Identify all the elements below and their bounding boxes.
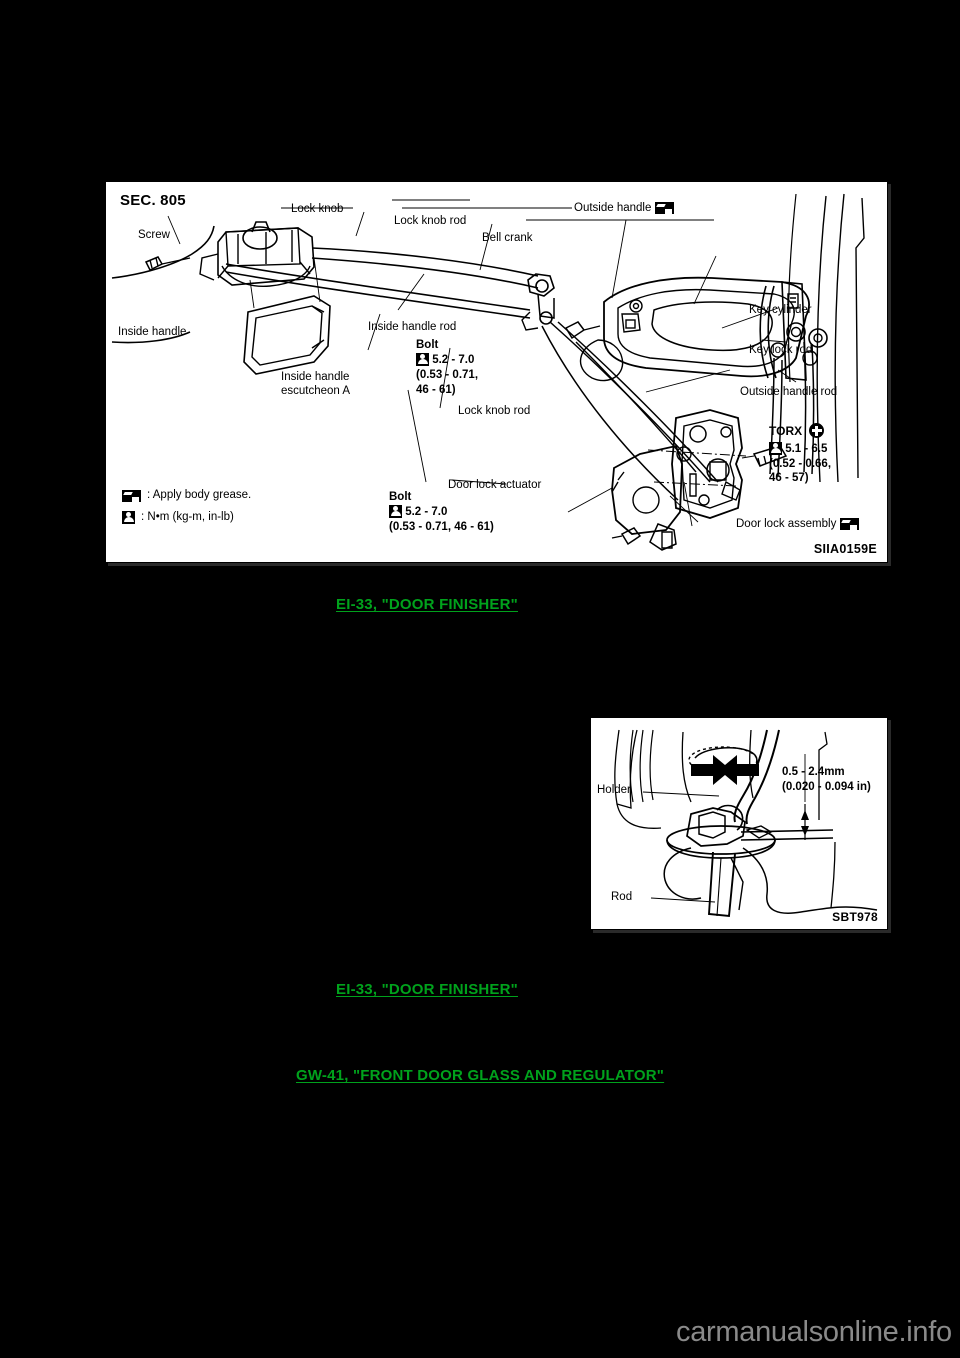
callout-inside-handle-rod: Inside handle rod	[368, 321, 457, 333]
rod-holder-inset-figure: Holder Rod 0.5 - 2.4mm (0.020 - 0.094 in…	[590, 717, 888, 930]
torque-icon	[389, 504, 402, 518]
callout-bell-crank: Bell crank	[482, 232, 533, 244]
torque-icon	[122, 510, 135, 524]
spec-bolt-lower: Bolt 5.2 - 7.0 (0.53 - 0.71, 46 - 61)	[389, 490, 494, 535]
spec-bolt-upper-caption: Bolt	[416, 339, 439, 351]
callout-key-cylinder: Key cylinder	[749, 304, 812, 316]
legend-grease-text: : Apply body grease.	[147, 489, 252, 502]
legend-row-grease: : Apply body grease.	[122, 485, 251, 506]
spec-torx: TORX 5.1 - 6.5 (0.52 - 0.66, 46 - 57)	[769, 423, 831, 486]
exploded-view-figure: SEC. 805	[105, 181, 888, 563]
callout-screw: Screw	[138, 229, 170, 241]
spec-torx-caption: TORX	[769, 424, 803, 438]
spec-bolt-upper-conv1: (0.53 - 0.71,	[416, 368, 479, 381]
site-watermark: carmanualsonline.info	[676, 1316, 952, 1348]
callout-outside-handle-rod: Outside handle rod	[740, 386, 838, 398]
grease-icon	[654, 202, 674, 214]
callout-outside-handle: Outside handle	[574, 201, 674, 215]
callout-inside-handle: Inside handle	[118, 326, 187, 338]
inset-label-rod: Rod	[611, 891, 633, 903]
spec-torx-value: 5.1 - 6.5	[785, 442, 828, 455]
spec-bolt-lower-value-row: 5.2 - 7.0	[389, 504, 494, 520]
section-label: SEC. 805	[120, 192, 186, 209]
xref-door-finisher-1[interactable]: EI-33, "DOOR FINISHER"	[336, 596, 518, 613]
callout-lock-knob-rod-mid: Lock knob rod	[458, 405, 531, 417]
spec-bolt-upper: Bolt 5.2 - 7.0 (0.53 - 0.71, 46 - 61)	[416, 338, 478, 398]
figure-legend: : Apply body grease. : N•m (kg-m, in-lb)	[122, 485, 251, 528]
inset-code: SBT978	[832, 910, 878, 924]
inset-label-holder: Holder	[597, 784, 631, 796]
inset-dimension: 0.5 - 2.4mm (0.020 - 0.094 in)	[782, 765, 871, 795]
legend-row-torque: : N•m (kg-m, in-lb)	[122, 507, 251, 528]
callout-door-lock-assembly-text: Door lock assembly	[736, 518, 837, 530]
torx-icon	[809, 423, 825, 438]
spec-bolt-upper-value-row: 5.2 - 7.0	[416, 352, 478, 368]
callout-outside-handle-text: Outside handle	[574, 202, 652, 214]
spec-torx-conv2: 46 - 57)	[769, 472, 809, 485]
inset-dimension-imperial: (0.020 - 0.094 in)	[782, 780, 871, 793]
spec-bolt-upper-conv2: 46 - 61)	[416, 383, 456, 396]
spec-bolt-lower-caption: Bolt	[389, 491, 412, 503]
spec-bolt-upper-value: 5.2 - 7.0	[432, 353, 475, 366]
spec-bolt-lower-value: 5.2 - 7.0	[405, 505, 448, 518]
xref-front-door-glass-and-regulator[interactable]: GW-41, "FRONT DOOR GLASS AND REGULATOR"	[296, 1067, 665, 1084]
callout-lock-knob-rod-top: Lock knob rod	[394, 215, 467, 227]
figure-linework	[106, 182, 887, 562]
callout-lock-knob: Lock knob	[291, 203, 344, 215]
figure-code: SIIA0159E	[813, 542, 877, 556]
xref-door-finisher-2[interactable]: EI-33, "DOOR FINISHER"	[336, 981, 518, 998]
grease-icon	[122, 490, 141, 503]
spec-torx-caption-row: TORX	[769, 423, 831, 440]
inset-dimension-metric: 0.5 - 2.4mm	[782, 766, 845, 778]
torque-icon	[416, 352, 429, 366]
spec-bolt-lower-conv1: (0.53 - 0.71, 46 - 61)	[389, 520, 494, 533]
grease-icon	[839, 518, 859, 530]
callout-door-lock-actuator: Door lock actuator	[448, 479, 542, 491]
legend-torque-text: : N•m (kg-m, in-lb)	[141, 510, 234, 523]
callout-door-lock-assembly: Door lock assembly	[736, 517, 859, 531]
callout-key-lock-rod: Key lock rod	[749, 344, 813, 356]
torque-icon	[769, 441, 782, 455]
spec-torx-conv1: (0.52 - 0.66,	[769, 457, 832, 470]
spec-torx-value-row: 5.1 - 6.5	[769, 441, 831, 457]
